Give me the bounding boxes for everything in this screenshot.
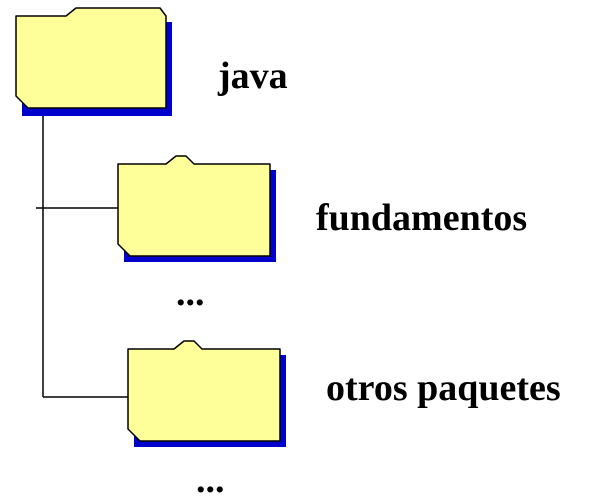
folder-icon-java[interactable] [15,7,172,116]
folder-label-otros-paquetes: otros paquetes [326,367,561,409]
ellipsis-bottom: ... [196,459,225,500]
ellipsis-middle: ... [176,272,205,314]
folder-icon-fundamentos[interactable] [117,155,276,262]
folder-label-java: java [217,55,288,97]
folder-label-fundamentos: fundamentos [316,197,527,239]
tree-connectors [36,112,128,398]
folder-icon-otros-paquetes[interactable] [127,340,286,447]
